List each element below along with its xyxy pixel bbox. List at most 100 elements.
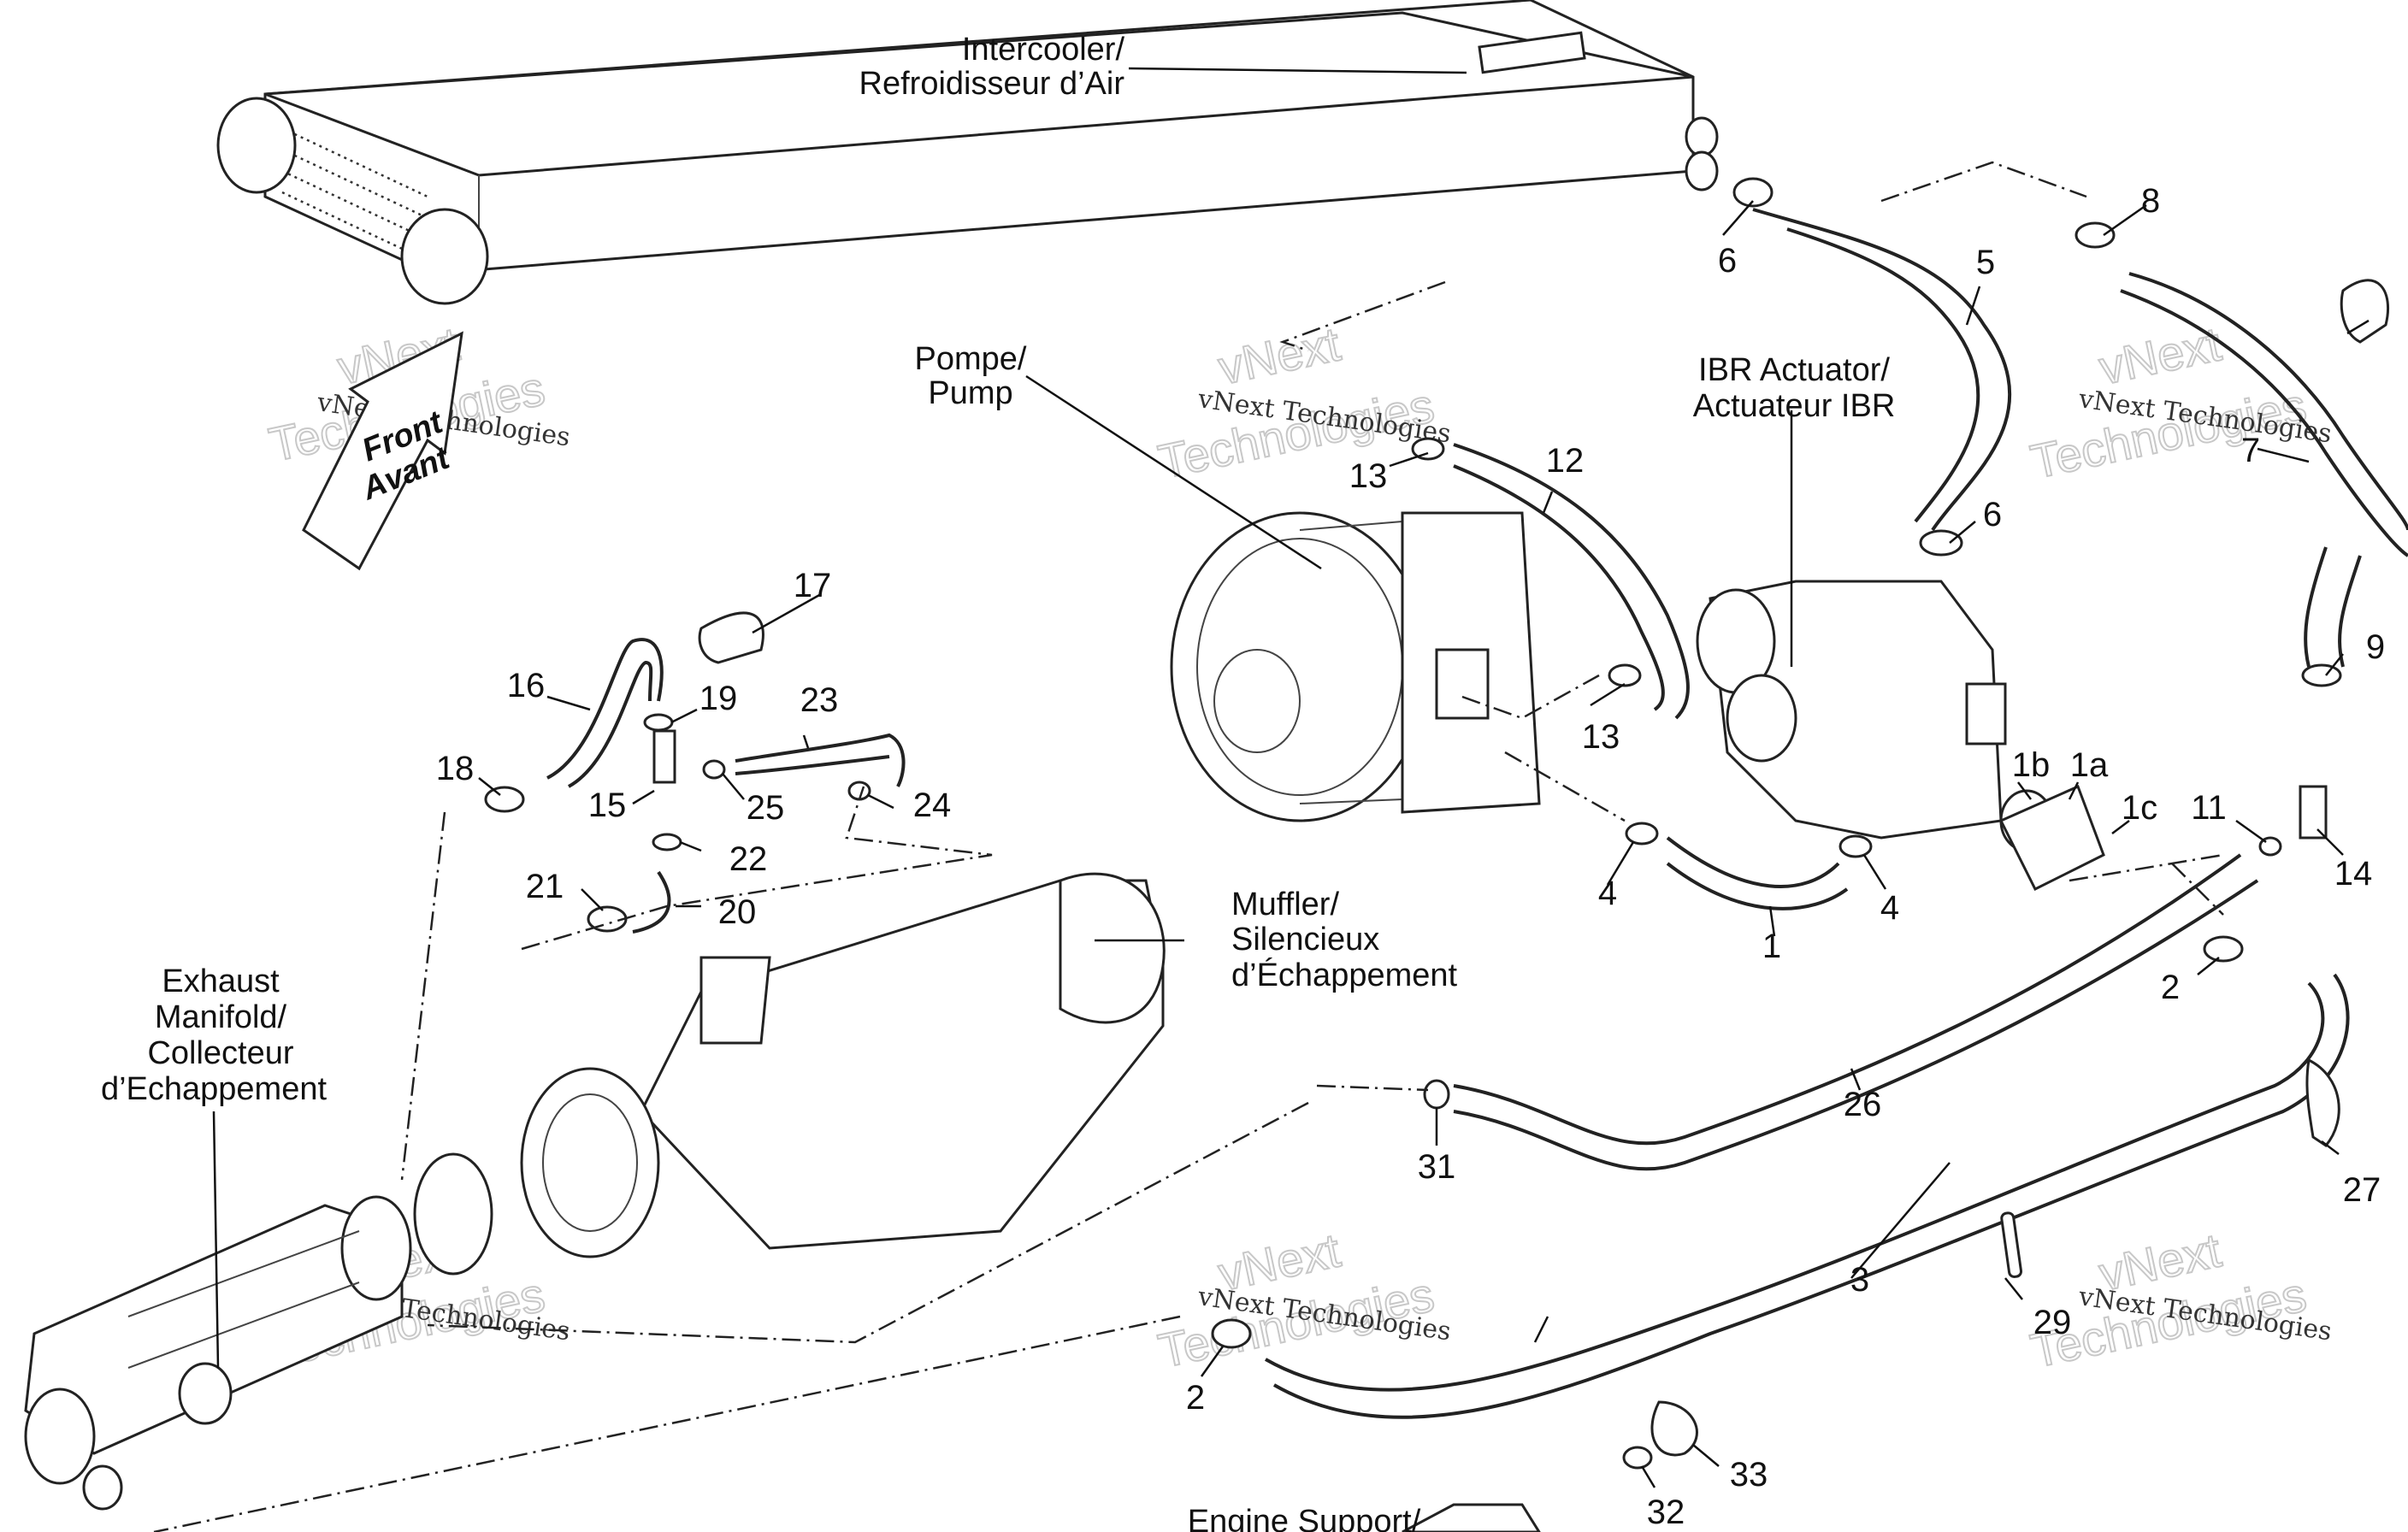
watermark-top-center: vNext Technologies vNext Technologies bbox=[1153, 315, 1452, 489]
clamp-13-top bbox=[1411, 437, 1445, 461]
hose-16 bbox=[546, 638, 664, 780]
clamp-13-mid bbox=[1608, 663, 1642, 687]
leader-lines bbox=[212, 67, 1793, 1369]
clamp-19 bbox=[643, 713, 674, 732]
callout-2-right: 2 bbox=[2161, 969, 2180, 1006]
hose-26 bbox=[1453, 853, 2242, 1146]
clamp-2-bottom bbox=[1211, 1318, 1252, 1349]
assembly-lines bbox=[153, 161, 2224, 1532]
callout-16: 16 bbox=[507, 667, 546, 704]
clamp-18 bbox=[484, 786, 525, 813]
part-labels: Intercooler/ Refroidisseur d’Air Pompe/ … bbox=[101, 32, 1895, 1532]
callout-19: 19 bbox=[699, 680, 738, 717]
callout-26: 26 bbox=[1844, 1086, 1882, 1123]
clamp-6-mid bbox=[1919, 529, 1963, 557]
clip-27 bbox=[2305, 1058, 2340, 1147]
svg-text:vNext: vNext bbox=[2094, 316, 2226, 394]
clamp-6-top bbox=[1732, 177, 1774, 208]
exhaust-manifold-label-3: Collecteur bbox=[147, 1035, 293, 1071]
fitting-1a bbox=[1998, 784, 2105, 892]
svg-text:vNext: vNext bbox=[1213, 316, 1345, 394]
tee-15 bbox=[652, 729, 676, 784]
clamp-4-left bbox=[1625, 822, 1659, 846]
callout-9: 9 bbox=[2366, 628, 2385, 666]
muffler-label-fr2: d’Échappement bbox=[1231, 957, 1458, 993]
front-arrow-icon: Front Avant bbox=[302, 331, 463, 571]
callout-15: 15 bbox=[588, 787, 627, 824]
callout-32: 32 bbox=[1647, 1494, 1685, 1531]
hose-7 bbox=[2128, 272, 2408, 531]
hose-5 bbox=[1752, 208, 2012, 532]
hose-12 bbox=[1453, 443, 1690, 720]
callout-8: 8 bbox=[2141, 182, 2160, 220]
clamps-and-fittings bbox=[484, 177, 2390, 1470]
hose-1 bbox=[1666, 836, 1840, 889]
muffler-label-en: Muffler/ bbox=[1231, 887, 1339, 922]
fitting-25 bbox=[702, 759, 726, 780]
callout-24: 24 bbox=[913, 787, 952, 824]
exhaust-manifold-label-1: Exhaust bbox=[162, 963, 280, 999]
callout-18: 18 bbox=[436, 750, 475, 787]
intercooler-part bbox=[216, 0, 1719, 305]
callout-5: 5 bbox=[1976, 244, 1995, 281]
grommet-32 bbox=[1622, 1446, 1653, 1470]
watermark-bottom-center: vNext Technologies vNext Technologies bbox=[1153, 1222, 1452, 1378]
callout-1c: 1c bbox=[2122, 789, 2157, 827]
clamp-33 bbox=[1650, 1400, 1698, 1457]
callout-3: 3 bbox=[1850, 1261, 1869, 1299]
ibr-actuator-label-en: IBR Actuator/ bbox=[1698, 352, 1890, 388]
ibr-actuator-part bbox=[1696, 580, 2007, 840]
callout-29: 29 bbox=[2033, 1304, 2072, 1341]
callout-2-bottom: 2 bbox=[1186, 1379, 1205, 1417]
hose-20 bbox=[632, 870, 671, 934]
callout-12: 12 bbox=[1546, 442, 1585, 480]
callout-20: 20 bbox=[718, 893, 757, 931]
muffler-label-fr1: Silencieux bbox=[1231, 922, 1379, 958]
callout-33: 33 bbox=[1730, 1456, 1768, 1494]
callout-25: 25 bbox=[747, 789, 785, 827]
watermark-bottom-right: vNext Technologies vNext Technologies bbox=[2025, 1222, 2333, 1378]
clamp-22 bbox=[652, 833, 682, 851]
tee-14 bbox=[2299, 785, 2328, 840]
callout-4-right: 4 bbox=[1880, 889, 1899, 927]
callout-6-mid: 6 bbox=[1983, 496, 2002, 533]
clamp-2-right bbox=[2203, 935, 2244, 963]
exhaust-manifold-label-2: Manifold/ bbox=[155, 999, 287, 1035]
callout-1: 1 bbox=[1762, 928, 1781, 965]
callout-11: 11 bbox=[2191, 789, 2227, 827]
muffler-part bbox=[413, 872, 1166, 1276]
callout-7: 7 bbox=[2241, 432, 2260, 469]
callout-leaders bbox=[478, 200, 2370, 1488]
pump-label-en: Pump bbox=[928, 375, 1012, 411]
callout-14: 14 bbox=[2334, 855, 2373, 893]
intercooler-label-en: Intercooler/ bbox=[962, 32, 1125, 68]
gasket-28 bbox=[2340, 279, 2390, 344]
callout-27: 27 bbox=[2343, 1171, 2381, 1209]
callout-17: 17 bbox=[794, 567, 832, 604]
callout-numbers: 6 5 6 8 7 9 12 13 13 4 4 1 1b 1a 1c 11 1… bbox=[436, 182, 2385, 1531]
clamp-31 bbox=[1423, 1079, 1450, 1110]
clamp-9 bbox=[2301, 663, 2342, 687]
pump-part bbox=[1170, 511, 1541, 822]
callout-31: 31 bbox=[1418, 1148, 1456, 1186]
exhaust-manifold-label-4: d’Echappement bbox=[101, 1071, 328, 1107]
hose-23 bbox=[735, 733, 906, 787]
callout-13-top: 13 bbox=[1349, 457, 1388, 495]
callout-1b: 1b bbox=[2012, 746, 2051, 784]
gasket-17 bbox=[698, 611, 764, 664]
callout-22: 22 bbox=[729, 840, 768, 878]
engine-support-part bbox=[1402, 1503, 1541, 1532]
clip-29 bbox=[2000, 1211, 2023, 1278]
intercooler-label-fr: Refroidisseur d’Air bbox=[859, 66, 1125, 102]
callout-23: 23 bbox=[800, 681, 839, 719]
clamp-8 bbox=[2075, 221, 2116, 249]
ibr-actuator-label-fr: Actuateur IBR bbox=[1693, 388, 1896, 424]
callout-4-left: 4 bbox=[1598, 875, 1617, 912]
callout-13-mid: 13 bbox=[1582, 718, 1620, 756]
engine-support-label: Engine Support/ bbox=[1188, 1504, 1421, 1532]
callout-6-top: 6 bbox=[1718, 242, 1737, 280]
callout-21: 21 bbox=[526, 868, 564, 905]
exhaust-manifold-part bbox=[24, 1195, 412, 1511]
clamp-4-right bbox=[1838, 834, 1873, 858]
